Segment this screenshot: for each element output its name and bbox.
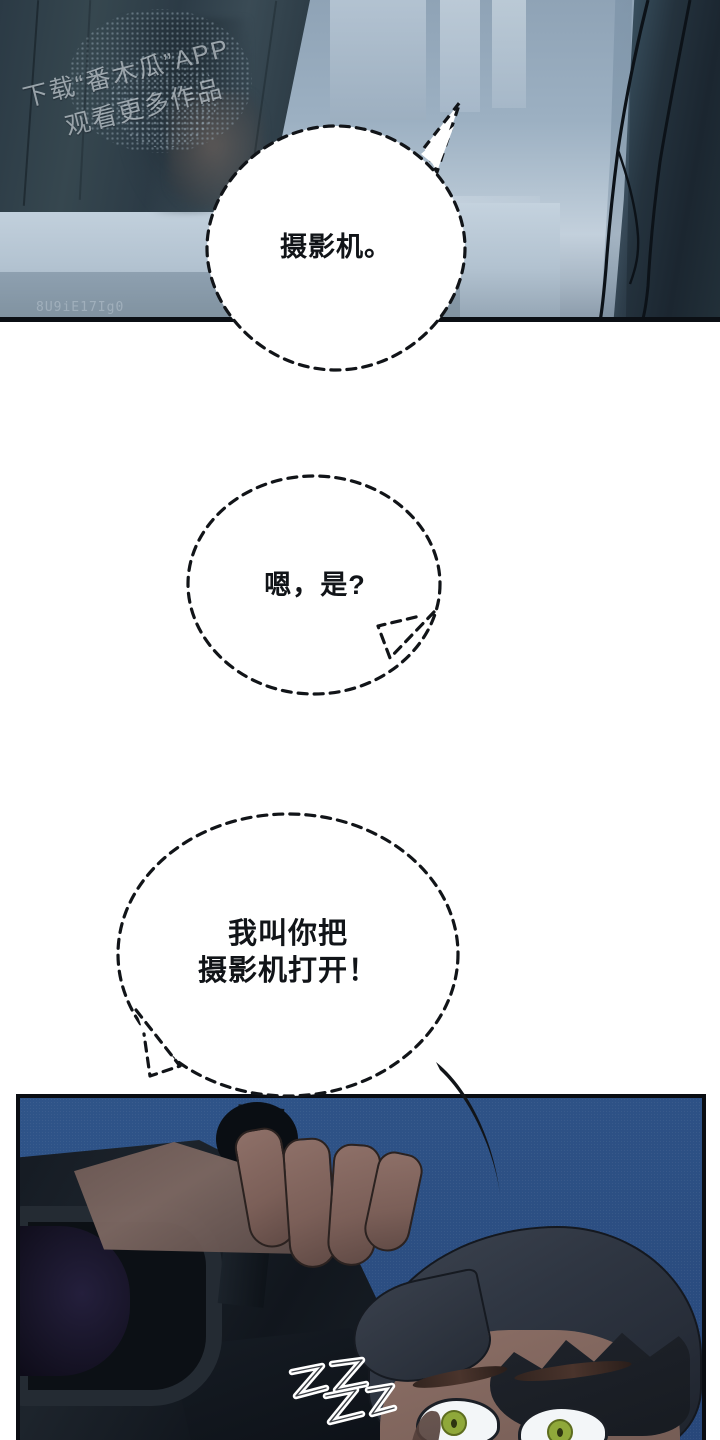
speech-bubble-1-text: 摄影机。: [280, 232, 392, 262]
speech-bubble-2-shape: [186, 474, 442, 696]
pupil-right: [557, 1427, 563, 1437]
hand-gripping-camera: [231, 1116, 434, 1296]
speech-bubble-1: 摄影机。: [188, 98, 484, 388]
wall-panel-a: [330, 0, 426, 120]
pupil-left: [451, 1418, 457, 1428]
iris-left: [441, 1410, 467, 1436]
iris-right: [547, 1419, 573, 1440]
figure-outline: [599, 0, 692, 317]
wall-panel-c: [492, 0, 526, 108]
speech-bubble-3-text: 我叫你把 摄影机打开！: [197, 918, 378, 988]
wall-panel-b: [440, 0, 480, 112]
speech-bubble-2: 嗯，是?: [172, 466, 458, 708]
curtain-halftone-pattern-inner: [111, 52, 217, 148]
speech-bubble-3-shape: [116, 812, 460, 1098]
speech-bubble-2-text: 嗯，是?: [264, 570, 366, 600]
panel-bottom: [16, 1094, 706, 1440]
camera-lens: [20, 1226, 130, 1376]
speech-bubble-1-shape: [205, 100, 467, 372]
id-watermark: 8U9iE17Ig0: [36, 300, 125, 315]
speech-bubble-3: 我叫你把 摄影机打开！: [106, 808, 470, 1104]
